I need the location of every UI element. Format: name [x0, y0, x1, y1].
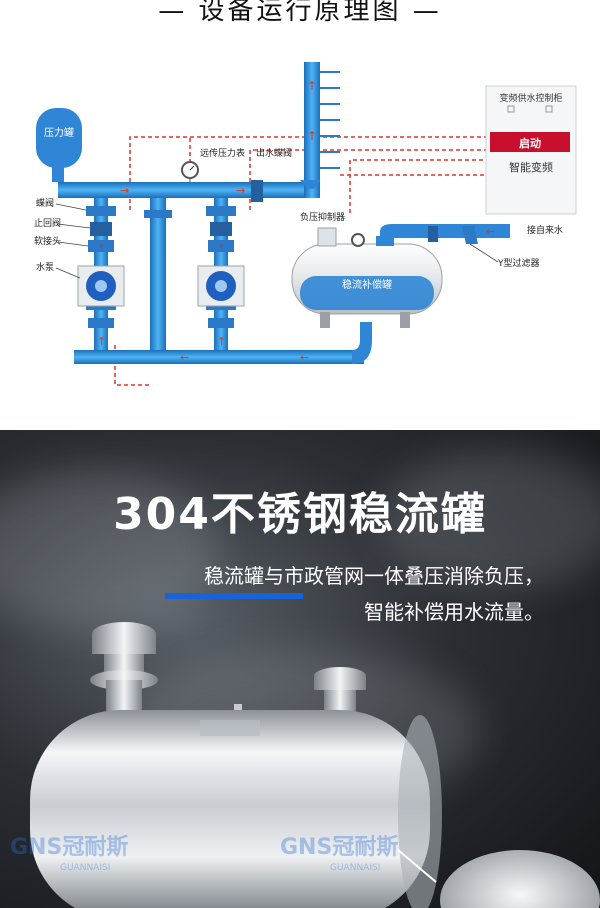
cabinet-title: 变频供水控制柜 — [499, 92, 562, 104]
product-title: 304不锈钢稳流罐 — [113, 489, 487, 540]
watermark-text-1: GNS冠耐斯 — [10, 834, 128, 860]
svg-text:→: → — [120, 184, 129, 197]
svg-text:↑: ↑ — [217, 242, 226, 255]
start-button[interactable] — [490, 132, 570, 152]
svg-text:↑: ↑ — [97, 242, 106, 255]
riser-pipe — [304, 62, 320, 198]
product-desc-line1: 稳流罐与市政管网一体叠压消除负压， — [204, 564, 544, 588]
svg-text:↑: ↑ — [307, 129, 317, 143]
tank-nozzle-left — [90, 622, 158, 716]
pressure-tank-label: 压力罐 — [44, 126, 74, 139]
principle-diagram-section: — 设备运行原理图 — 压力罐 — [0, 0, 600, 430]
svg-text:←: ← — [300, 351, 309, 364]
header-pipe — [58, 182, 308, 198]
product-section: 304不锈钢稳流罐 稳流罐与市政管网一体叠压消除负压， 智能补偿用水流量。 — [0, 430, 600, 908]
inlet-pipe — [380, 224, 510, 246]
accent-bar — [165, 593, 303, 599]
product-desc-line2: 智能补偿用水流量。 — [364, 600, 544, 624]
riser-ticks — [320, 71, 340, 169]
label-leaders — [55, 203, 499, 279]
watermark-sub-1: GUANNAISI — [60, 863, 110, 873]
flow-arrows: → → ↑ ↑ ← ← ↑ ↑ — [97, 184, 309, 364]
label-soft-joint: 软接头 — [34, 235, 61, 247]
pump2 — [197, 265, 245, 307]
suction-pipe — [74, 350, 364, 364]
svg-text:↑: ↑ — [217, 335, 226, 348]
start-button-label: 启动 — [519, 136, 541, 150]
buffer-tank-label: 稳流补偿罐 — [342, 278, 392, 291]
label-inlet: 接自来水 — [527, 224, 563, 236]
label-y-filter: Y型过滤器 — [497, 257, 540, 269]
watermark-logo: GNS冠耐斯 GNS冠耐斯 GUANNAISI GUANNAISI — [10, 834, 398, 873]
control-cabinet: 变频供水控制柜 启动 智能变频 — [485, 85, 577, 215]
product-illustration: GNS冠耐斯 GNS冠耐斯 GUANNAISI GUANNAISI — [10, 622, 600, 908]
cabinet-caption: 智能变频 — [509, 160, 553, 174]
label-outlet-valve: 出水蝶阀 — [256, 147, 292, 159]
outlet-valve — [251, 180, 263, 202]
svg-text:←: ← — [486, 225, 495, 238]
watermark-text-2: GNS冠耐斯 — [280, 834, 398, 860]
label-neg-pressure: 负压抑制器 — [300, 211, 345, 223]
pressure-tank: 压力罐 — [36, 108, 82, 182]
svg-text:↑: ↑ — [97, 335, 106, 348]
label-water-pump: 水泵 — [36, 261, 54, 273]
bypass-pipe — [150, 198, 166, 358]
label-check-valve: 止回阀 — [34, 217, 61, 229]
diagram-header-title: — 设备运行原理图 — — [158, 0, 442, 26]
svg-text:↑: ↑ — [307, 79, 317, 93]
stainless-tank — [30, 710, 442, 908]
buffer-tank: 稳流补偿罐 — [291, 227, 443, 328]
label-remote-gauge: 远传压力表 — [200, 147, 245, 159]
remote-gauge — [181, 161, 199, 182]
watermark-sub-2: GUANNAISI — [330, 863, 380, 873]
principle-diagram: 压力罐 ↑ ↑ — [34, 62, 577, 386]
tank-endcap — [440, 850, 600, 908]
svg-text:→: → — [236, 184, 245, 197]
svg-text:←: ← — [180, 351, 189, 364]
pump1 — [77, 265, 125, 307]
label-butterfly-valve: 蝶阀 — [36, 197, 54, 209]
